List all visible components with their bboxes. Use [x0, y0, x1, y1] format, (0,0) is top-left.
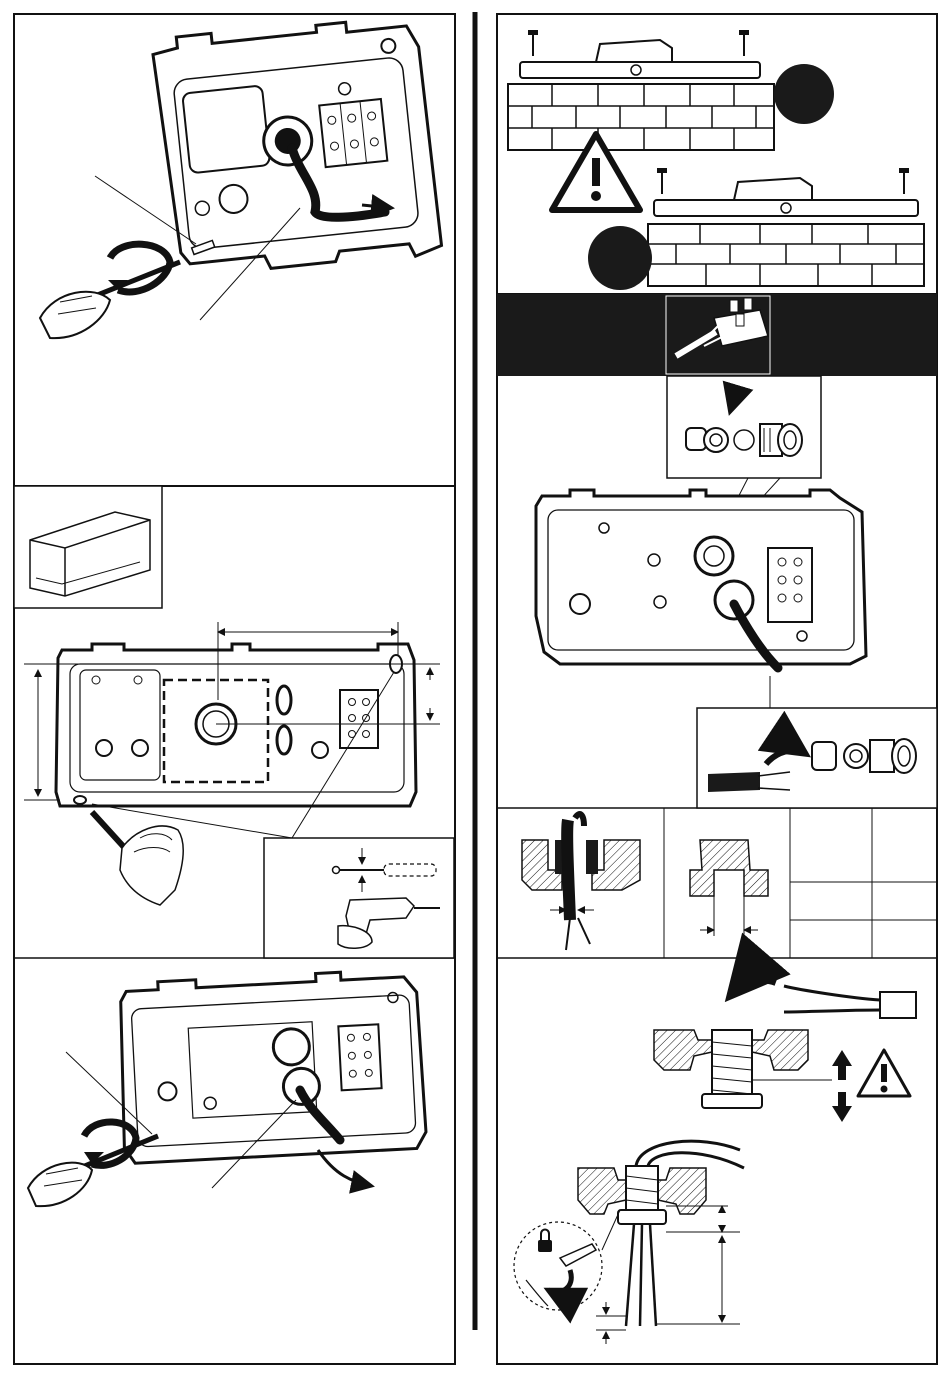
- terminal-block: [319, 99, 387, 167]
- screwdriver-icon: [40, 244, 180, 338]
- base-plate-outline: [536, 490, 866, 664]
- up-down-arrows: [832, 1050, 852, 1122]
- brick-wall-regular: [508, 84, 774, 150]
- oval-hole: [277, 686, 291, 714]
- panel-box-inset: [14, 486, 162, 608]
- gland-cross-section: [654, 1030, 832, 1108]
- panel-refit-cover: [28, 968, 427, 1206]
- pull-arrow: [318, 1150, 372, 1186]
- panel-cable-insertion: [514, 980, 916, 1344]
- step-marker-dot: [588, 226, 652, 290]
- step-marker-dot: [774, 64, 834, 124]
- gland-mounted-with-cable: [578, 1141, 744, 1344]
- terminal-block: [338, 1024, 381, 1090]
- brick-wall-stone: [648, 224, 924, 286]
- panel-wall-mounting: [508, 30, 924, 290]
- wrench-lock-icon: [514, 1210, 620, 1310]
- panel-gland-table: [522, 808, 937, 958]
- panel-wiring-band: [497, 294, 937, 376]
- terminal-block: [768, 548, 812, 622]
- cable-gland-port: [272, 1028, 310, 1066]
- leader-line: [92, 804, 292, 838]
- luminaire-profile: [654, 178, 918, 216]
- pencil-hand-icon: [92, 812, 183, 905]
- oval-hole: [277, 726, 291, 754]
- gland-section-with-cable: [522, 814, 640, 950]
- terminal-block: [340, 690, 378, 748]
- luminaire-profile: [520, 40, 760, 78]
- panel-remove-cover: [40, 12, 442, 338]
- cable-gland-port: [695, 537, 733, 575]
- gland-section-empty: [690, 840, 768, 936]
- panel-drill-template: [24, 622, 454, 958]
- panel-cable-gland: [536, 376, 937, 808]
- cable-stripped-icon: [730, 980, 916, 1018]
- fixing-slot: [74, 796, 86, 804]
- warning-icon: [858, 1050, 910, 1096]
